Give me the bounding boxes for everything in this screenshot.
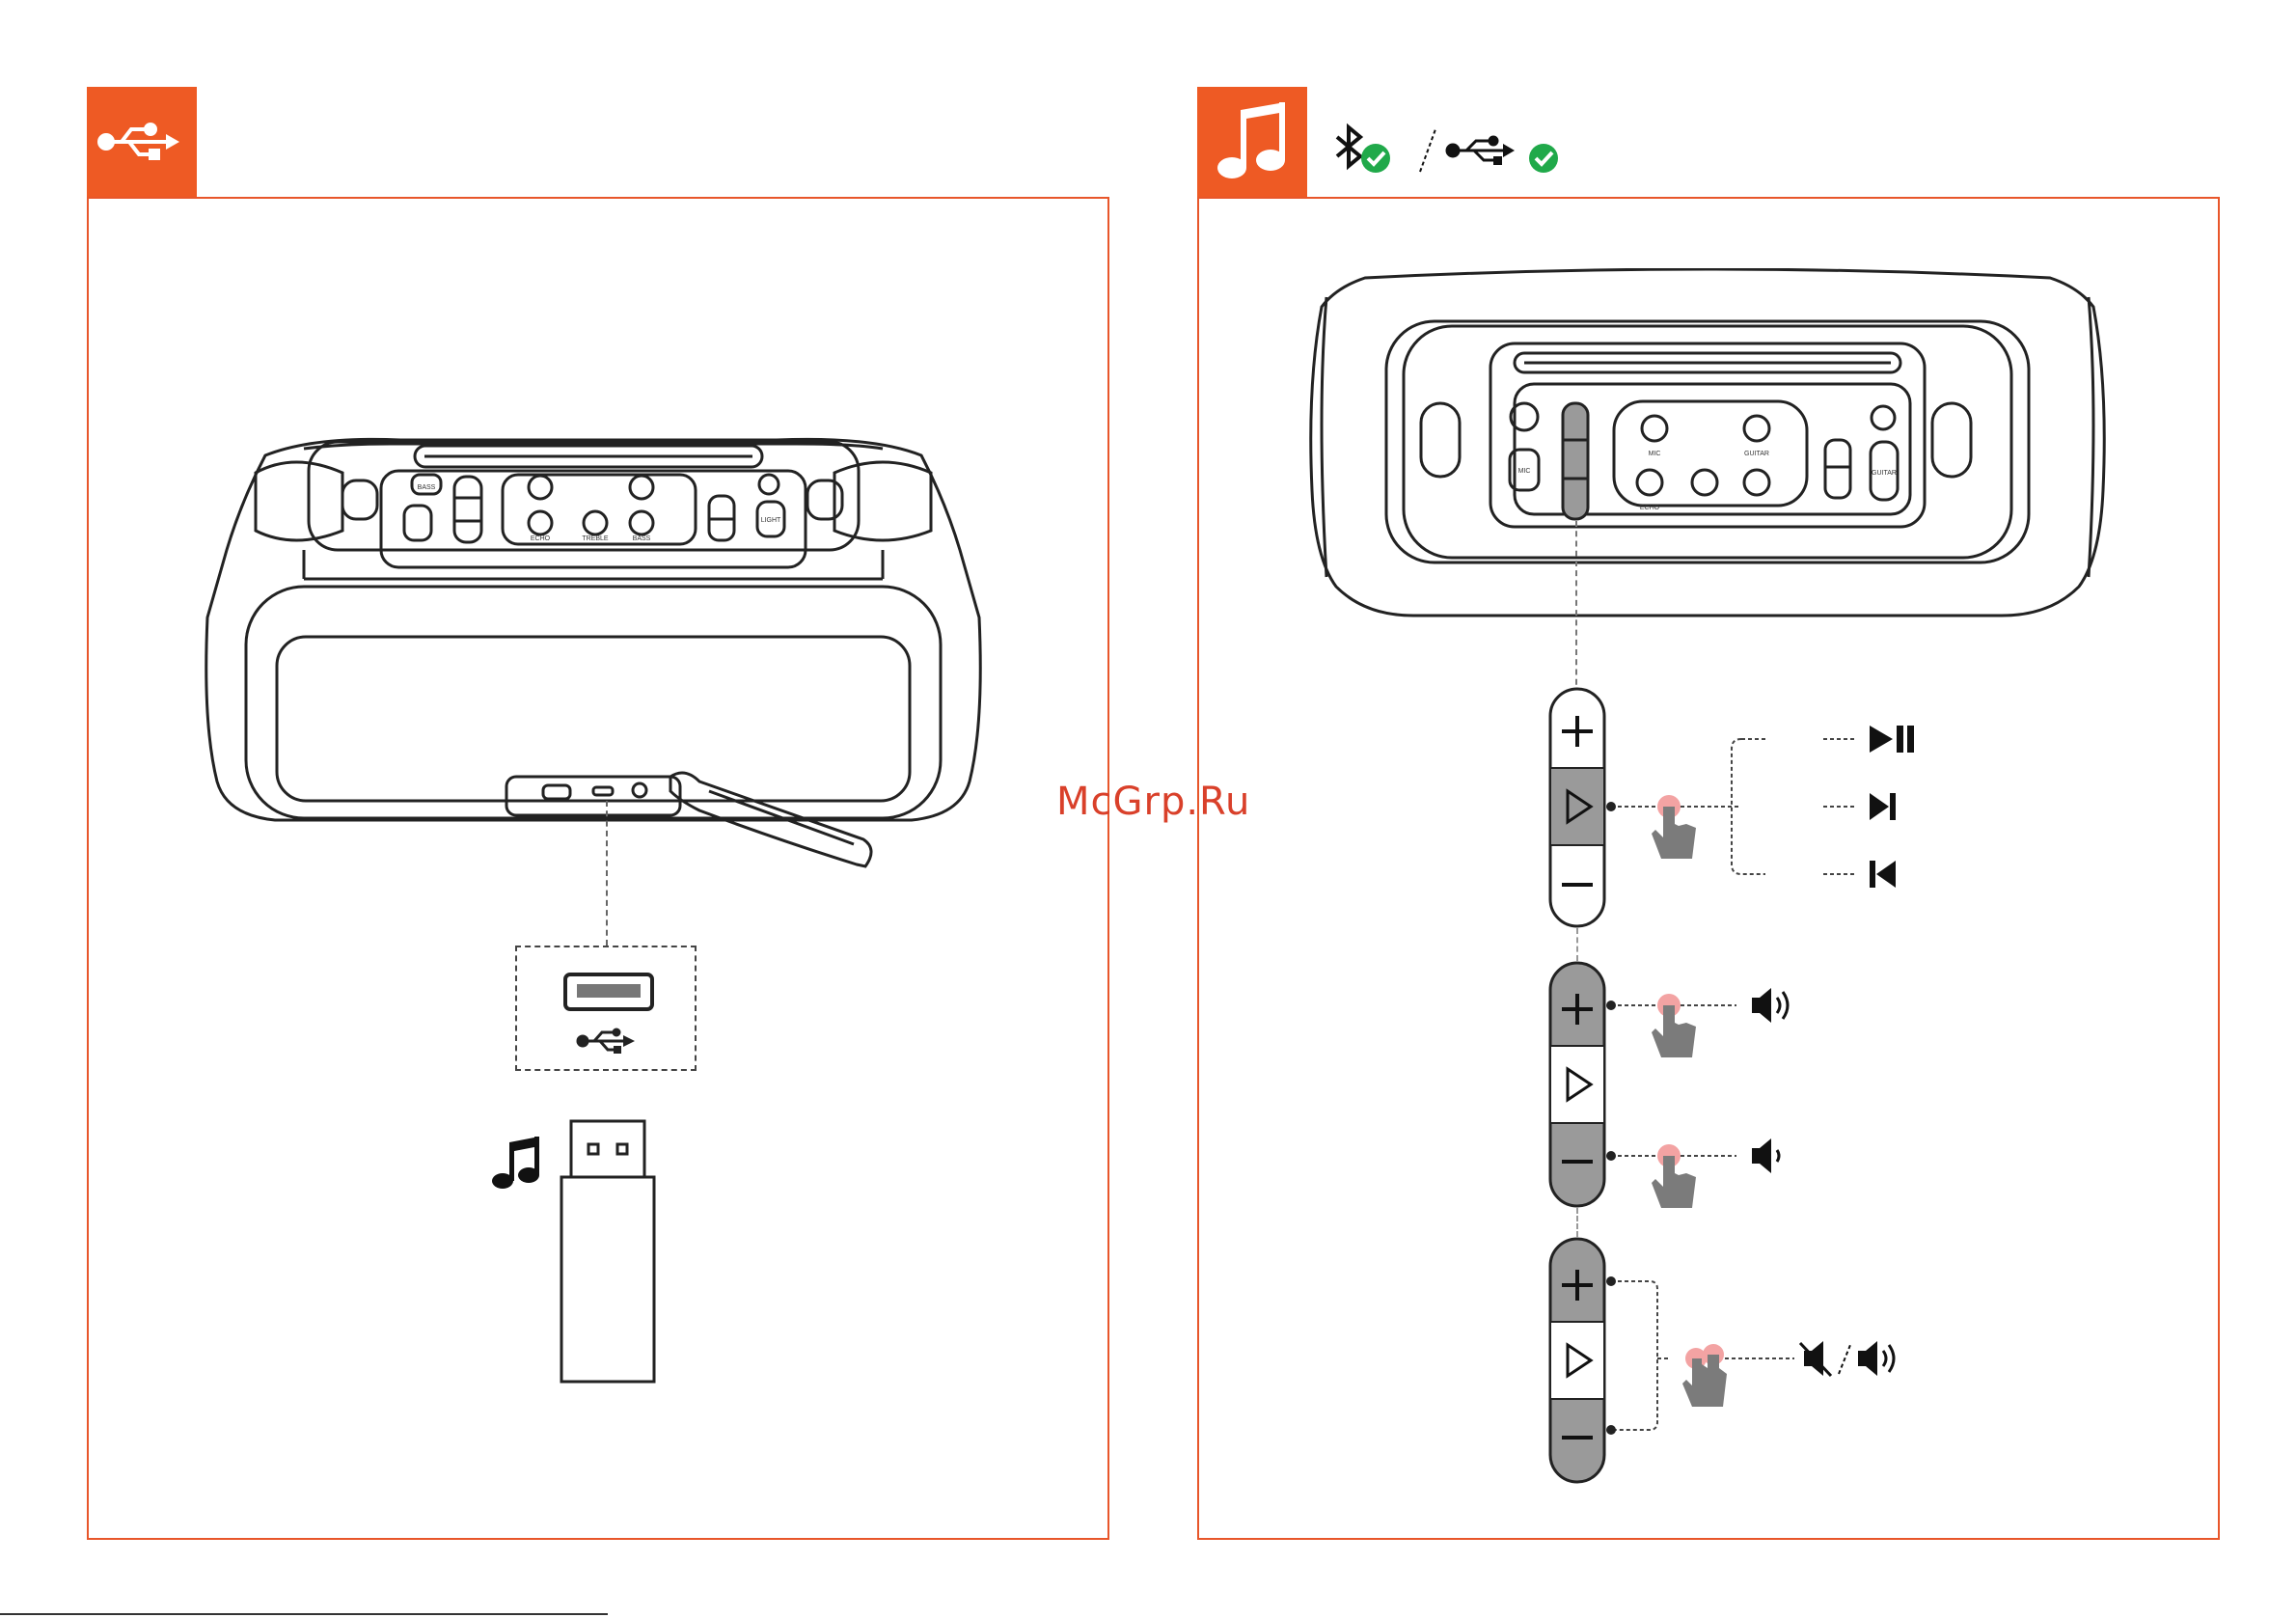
usb-flash-drive bbox=[560, 1119, 656, 1385]
mic-label: MIC bbox=[1649, 451, 1661, 457]
touch-finger-icon bbox=[1652, 1144, 1696, 1208]
play-button-group bbox=[1548, 687, 1606, 928]
next-track-icon bbox=[1870, 793, 1896, 820]
usb-port-leader bbox=[606, 801, 610, 946]
speaker-illustration-right: MIC GUITAR ECHO GUITAR MIC bbox=[1307, 268, 2108, 625]
usb-tab bbox=[87, 87, 197, 197]
usb-icon bbox=[1447, 137, 1515, 165]
touch-finger-icon bbox=[1652, 795, 1696, 859]
music-tab bbox=[1197, 87, 1307, 197]
bluetooth-icon bbox=[1337, 127, 1360, 166]
usb-port-callout bbox=[515, 946, 697, 1071]
play-pause-icon bbox=[1870, 726, 1914, 753]
strip-connector bbox=[1576, 1208, 1580, 1237]
unmute-icon bbox=[1858, 1341, 1894, 1376]
play-press-actions bbox=[1601, 714, 1949, 907]
previous-track-icon bbox=[1870, 861, 1896, 888]
strip-connector bbox=[1576, 928, 1580, 961]
usb-icon bbox=[578, 1029, 635, 1054]
treble-label: TREBLE bbox=[582, 535, 609, 542]
music-note-icon bbox=[490, 1135, 542, 1193]
volume-button-group bbox=[1548, 961, 1606, 1208]
mic-button-label: MIC bbox=[1518, 468, 1531, 475]
source-indicators bbox=[1331, 122, 1572, 179]
mute-button-group bbox=[1548, 1237, 1606, 1484]
guitar-button-label: GUITAR bbox=[1872, 470, 1897, 477]
volume-actions bbox=[1601, 974, 1833, 1225]
echo-label: ECHO bbox=[531, 535, 551, 542]
check-icon bbox=[1529, 144, 1558, 173]
check-icon bbox=[1361, 144, 1390, 173]
light-label: LIGHT bbox=[761, 517, 781, 524]
watermark-text: McGrp.Ru bbox=[1056, 780, 1250, 824]
volume-down-icon bbox=[1752, 1138, 1779, 1173]
bass-knob-label: BASS bbox=[633, 535, 651, 542]
guitar-label: GUITAR bbox=[1744, 451, 1769, 457]
mute-actions bbox=[1601, 1254, 1920, 1467]
music-note-icon bbox=[1197, 87, 1307, 197]
touch-finger-icon bbox=[1652, 994, 1696, 1057]
two-finger-touch-icon bbox=[1682, 1344, 1727, 1407]
usb-icon bbox=[87, 87, 197, 197]
mute-icon bbox=[1800, 1341, 1831, 1376]
controls-leader bbox=[1575, 521, 1579, 695]
speaker-illustration-left: BASS ECHO TREBLE BASS LIGHT bbox=[198, 434, 989, 868]
echo-label: ECHO bbox=[1640, 505, 1660, 511]
bottom-rule bbox=[0, 1613, 608, 1615]
bass-label: BASS bbox=[418, 484, 436, 491]
volume-up-icon bbox=[1752, 988, 1788, 1023]
